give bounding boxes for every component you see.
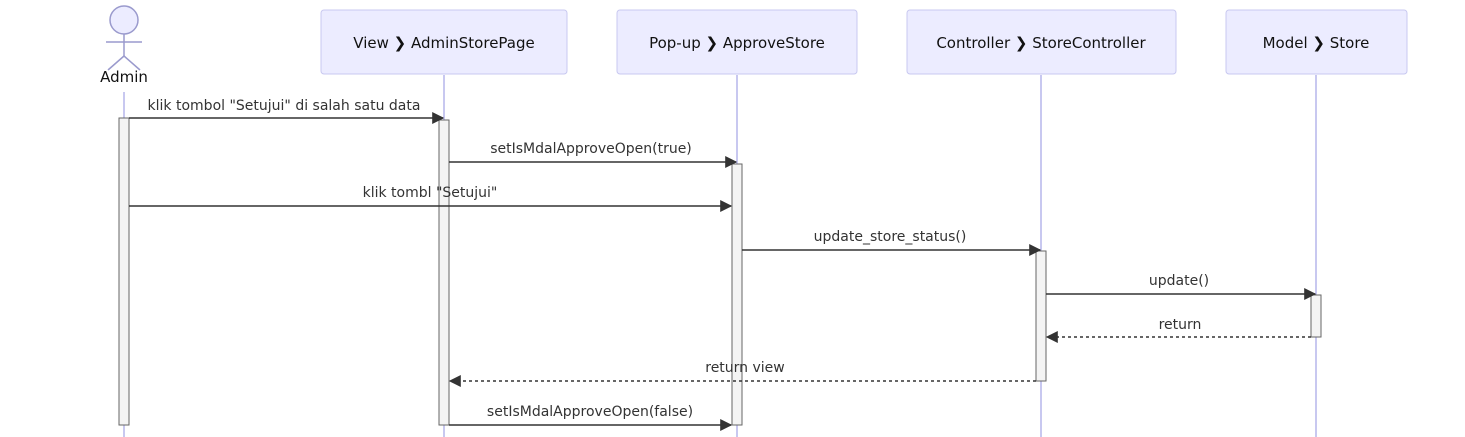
activation-controller xyxy=(1035,250,1047,382)
message-6: return xyxy=(1045,317,1311,343)
message-5: update() xyxy=(1046,273,1317,300)
participant-view: View ❯ AdminStorePage xyxy=(320,9,568,75)
message-label: klik tombl "Setujui" xyxy=(363,185,498,201)
actor-head-icon xyxy=(109,5,139,35)
participant-label-view: View ❯ AdminStorePage xyxy=(353,34,534,52)
message-label: return view xyxy=(705,360,785,376)
message-label: update_store_status() xyxy=(814,229,967,245)
activation-popup xyxy=(731,163,743,426)
activation-model xyxy=(1310,294,1322,338)
participant-label-controller: Controller ❯ StoreController xyxy=(936,34,1146,52)
participant-label-popup: Pop-up ❯ ApproveStore xyxy=(649,34,825,52)
message-label: setIsMdalApproveOpen(true) xyxy=(490,141,692,157)
message-label: klik tombol "Setujui" di salah satu data xyxy=(148,98,421,114)
participant-controller: Controller ❯ StoreController xyxy=(906,9,1177,75)
participant-popup: Pop-up ❯ ApproveStore xyxy=(616,9,858,75)
message-4: update_store_status() xyxy=(742,229,1042,256)
participant-model: Model ❯ Store xyxy=(1225,9,1408,75)
message-8: setIsMdalApproveOpen(false) xyxy=(449,404,733,431)
participant-admin: Admin xyxy=(100,5,148,86)
activation-view xyxy=(438,119,450,426)
message-label: setIsMdalApproveOpen(false) xyxy=(487,404,693,420)
actor-label-admin: Admin xyxy=(100,68,148,86)
message-2: setIsMdalApproveOpen(true) xyxy=(449,141,738,168)
message-7: return view xyxy=(448,360,1036,387)
message-1: klik tombol "Setujui" di salah satu data xyxy=(129,98,445,124)
message-3: klik tombl "Setujui" xyxy=(129,185,733,212)
activation-admin xyxy=(118,117,130,426)
message-label: return xyxy=(1159,317,1202,333)
message-label: update() xyxy=(1149,273,1209,289)
participant-label-model: Model ❯ Store xyxy=(1263,34,1370,52)
